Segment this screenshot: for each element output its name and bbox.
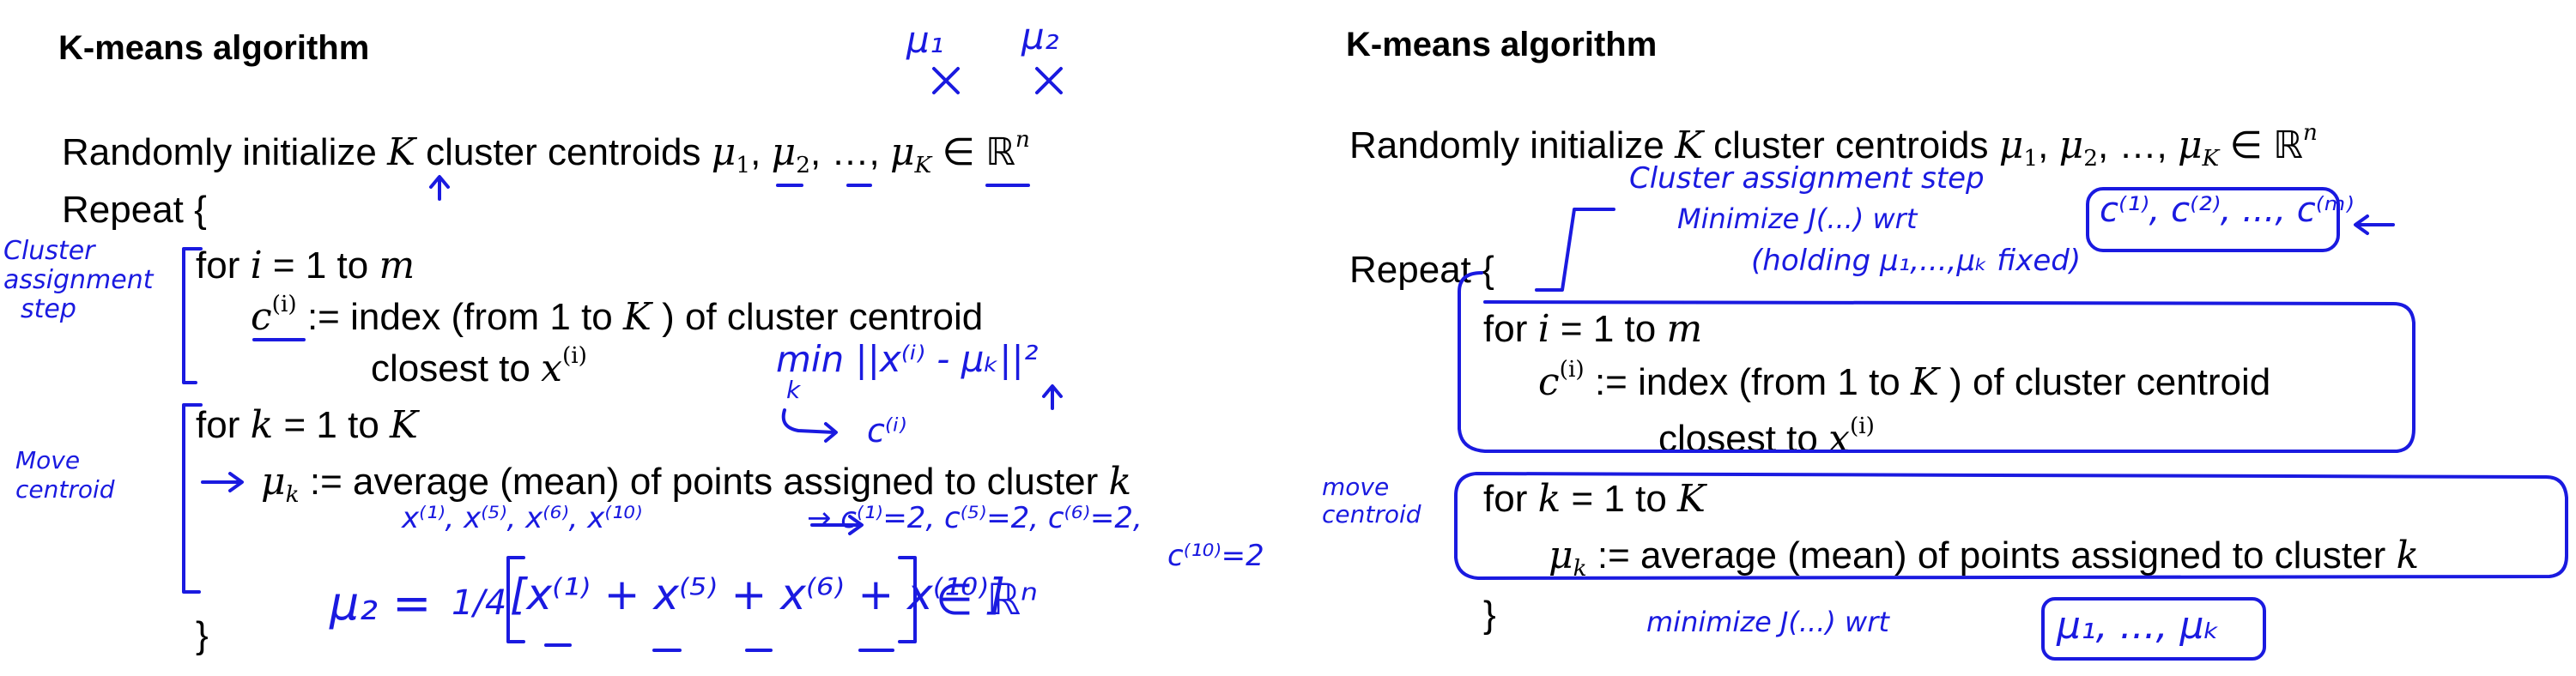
for-k-line: for k = 1 to K bbox=[1483, 477, 1706, 521]
left-slide: K-means algorithm Randomly initialize K … bbox=[58, 29, 1132, 656]
slide-title: K-means algorithm bbox=[1346, 26, 1658, 63]
hw-move-centroid-label: move centroid bbox=[1322, 473, 1421, 528]
hw-in-rn: ∈ ℝⁿ bbox=[936, 575, 1038, 625]
hw-holding: (holding μ₁,...,μₖ fixed) bbox=[1751, 244, 2082, 278]
hw-frac: 1/4 bbox=[452, 583, 507, 623]
hw-min-expr: min ||x⁽ⁱ⁾ - μₖ||² bbox=[776, 338, 1039, 380]
repeat-close: } bbox=[1483, 594, 1496, 636]
repeat-open: Repeat { bbox=[1349, 249, 1494, 291]
assign-line: c(i) := index (from 1 to K ) of cluster … bbox=[1538, 355, 2271, 404]
right-slide: K-means algorithm Randomly initialize K … bbox=[1288, 0, 2576, 676]
hw-mu-vars: μ₁, ..., μₖ bbox=[2057, 604, 2221, 648]
hw-assignment10: c⁽¹⁰⁾=2 bbox=[1167, 539, 1264, 573]
hw-c-vars: c⁽¹⁾, c⁽²⁾, ..., c⁽ᵐ⁾ bbox=[2100, 190, 2355, 230]
hw-ci: c⁽ⁱ⁾ bbox=[867, 412, 907, 450]
hw-cluster-assignment-step: Cluster assignment step bbox=[1629, 161, 1985, 196]
slide-title: K-means algorithm bbox=[58, 29, 370, 67]
hw-move-centroid-label: Move centroid bbox=[15, 446, 115, 504]
hw-assignments: → c⁽¹⁾=2, c⁽⁵⁾=2, c⁽⁶⁾=2, bbox=[807, 501, 1143, 535]
init-line: Randomly initialize K cluster centroids … bbox=[62, 125, 1030, 179]
repeat-close: } bbox=[196, 614, 209, 656]
init-line: Randomly initialize K cluster centroids … bbox=[1349, 118, 2318, 172]
hw-sum: [x⁽¹⁾ + x⁽⁵⁾ + x⁽⁶⁾ + x⁽¹⁰⁾] bbox=[510, 570, 1005, 619]
for-i-line: for i = 1 to m bbox=[1483, 307, 1703, 351]
assign-line: c(i) := index (from 1 to K ) of cluster … bbox=[251, 290, 984, 339]
for-i-line: for i = 1 to m bbox=[196, 244, 415, 287]
for-k-line: for k = 1 to K bbox=[196, 403, 418, 447]
hw-cluster-assignment-label: Cluster assignment step bbox=[3, 236, 154, 324]
hw-points: x⁽¹⁾, x⁽⁵⁾, x⁽⁶⁾, x⁽¹⁰⁾ bbox=[402, 501, 643, 535]
hw-mu1: μ₁ bbox=[906, 19, 944, 61]
update-line: μk := average (mean) of points assigned … bbox=[1549, 534, 2420, 582]
hw-min-k: k bbox=[786, 376, 801, 404]
hw-mu2-eq: μ₂ = bbox=[330, 576, 432, 631]
update-line: μk := average (mean) of points assigned … bbox=[261, 460, 1132, 509]
closest-line: closest to x(i) bbox=[1658, 412, 1875, 461]
hw-minimize-J2: minimize J(...) wrt bbox=[1646, 606, 1889, 638]
closest-line: closest to x(i) bbox=[371, 341, 587, 390]
hw-minimize-J: Minimize J(...) wrt bbox=[1677, 202, 1918, 235]
repeat-open: Repeat { bbox=[62, 189, 207, 231]
hw-mu2: μ₂ bbox=[1021, 15, 1059, 57]
